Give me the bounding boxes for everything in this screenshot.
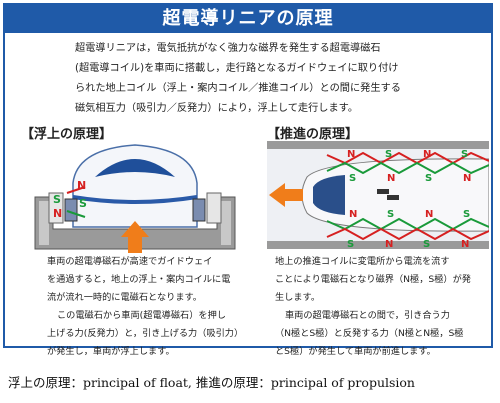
pole-label: N (423, 149, 431, 160)
description-line: とS極）が発生して車両が前進します。 (275, 346, 436, 357)
intro-line: られた地上コイル（浮上・案内コイル／推進コイル）との間に発生する (75, 83, 401, 94)
lift-arrow (121, 221, 149, 253)
description-line: 流が流れ一時的に電磁石となります。 (47, 292, 202, 303)
guideway-bottom (267, 241, 489, 249)
ground-coil-left (48, 192, 64, 224)
force-arrow-red (66, 186, 86, 194)
pole-label: S (53, 193, 61, 206)
forward-arrow (269, 183, 303, 207)
pole-label: S (461, 149, 468, 160)
intro-line: (超電導コイル)を車両に搭載し，走行路となるガイドウェイに取り付け (75, 63, 399, 74)
pole-label: S (423, 239, 430, 250)
pole-label: S (463, 209, 470, 220)
pole-label: S (347, 239, 354, 250)
float-section-title: 【浮上の原理】 (21, 127, 113, 142)
pole-label: S (79, 197, 87, 210)
pole-label: N (387, 173, 395, 184)
vehicle-magnet-left (64, 198, 78, 222)
pole-label: N (425, 209, 433, 220)
pole-label: S (385, 149, 392, 160)
propulsion-diagram: N S N S S N S N N S N S S N S N (267, 141, 489, 250)
pole-label: N (77, 179, 86, 192)
description-line: この電磁石から車両(超電導磁石）を押し (57, 310, 226, 321)
figure-caption: 浮上の原理：principal of float, 推進の原理：principa… (8, 375, 415, 390)
pole-label: N (349, 209, 357, 220)
description-line: 上げる力(反発力）と，引き上げる力（吸引力） (47, 328, 244, 339)
description-line: ことにより電磁石となり磁界（N極，S極）が発 (275, 274, 471, 285)
ground-coil-right (206, 192, 222, 224)
description-line: 車両の超電導磁石が高速でガイドウェイ (47, 256, 213, 267)
propulsion-section-title: 【推進の原理】 (267, 127, 359, 142)
intro-line: 超電導リニアは，電気抵抗がなく強力な磁界を発生する超電導磁石 (75, 43, 381, 54)
float-diagram: N S S N (34, 144, 236, 253)
train-detail (387, 195, 399, 200)
pole-label: N (385, 239, 393, 250)
train-nose-window (313, 175, 345, 215)
force-arrow-green (66, 210, 86, 218)
intro-line: 磁気相互力（吸引力／反発力）により，浮上して走行します。 (75, 103, 359, 114)
description-line: 生します。 (275, 292, 321, 303)
train-windshield (95, 159, 175, 177)
description-line: を通過すると，地上の浮上・案内コイルに電 (47, 274, 231, 285)
current-line-top (326, 151, 489, 165)
pole-label: S (349, 173, 356, 184)
train-detail (377, 189, 389, 194)
float-description: 車両の超電導磁石が高速でガイドウェイ を通過すると，地上の浮上・案内コイルに電 … (47, 253, 257, 361)
intro-text: 超電導リニアは，電気抵抗がなく強力な磁界を発生する超電導磁石 (超電導コイル)を… (75, 39, 470, 119)
description-line: が発生し，車両が浮上します。 (47, 346, 175, 357)
description-line: 車両の超電導磁石との間で，引き合う力 (285, 310, 450, 321)
diagram-frame: 超電導リニアの原理 超電導リニアは，電気抵抗がなく強力な磁界を発生する超電導磁石… (3, 3, 493, 357)
vehicle-magnet-right (192, 198, 206, 222)
pole-label: S (387, 209, 394, 220)
pole-label: N (53, 207, 62, 220)
train-body (72, 144, 198, 228)
current-line-bottom (326, 227, 489, 241)
propulsion-description: 地上の推進コイルに変電所から電流を流す ことにより電磁石となり磁界（N極，S極）… (275, 253, 490, 361)
pole-label: N (461, 239, 469, 250)
description-line: （N極とS極）と反発する力（N極とN極，S極 (275, 328, 464, 339)
pole-label: S (425, 173, 432, 184)
current-line-top-green (326, 161, 489, 175)
description-line: 地上の推進コイルに変電所から電流を流す (275, 256, 450, 267)
current-line-bottom-green (326, 217, 489, 231)
guideway-top (267, 141, 489, 149)
guideway-wall-right (221, 201, 231, 245)
train-stripe (72, 195, 198, 204)
pole-label: N (463, 173, 471, 184)
title-banner: 超電導リニアの原理 (5, 5, 491, 33)
pole-label: N (347, 149, 355, 160)
guideway-wall-left (39, 201, 49, 245)
